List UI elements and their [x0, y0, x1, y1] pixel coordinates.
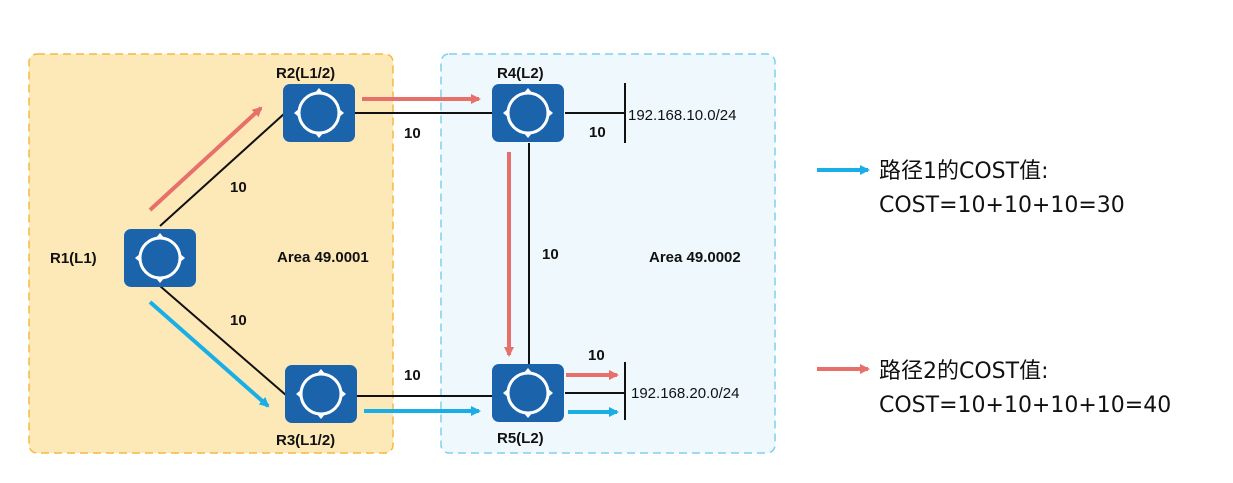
router-r4-label: R4(L2): [497, 65, 544, 82]
area2-label: Area 49.0002: [649, 249, 741, 266]
legend-path2-title: 路径2的COST值:: [879, 359, 1049, 384]
router-r2-label: R2(L1/2): [276, 65, 335, 82]
router-icon: [490, 362, 566, 424]
router-r3[interactable]: [283, 363, 359, 425]
legend-path1-formula: COST=10+10+10=30: [879, 193, 1125, 218]
path2-arrow-r1-r2: [148, 106, 263, 212]
network-net1-label: 192.168.10.0/24: [628, 107, 736, 124]
area1-label: Area 49.0001: [277, 249, 369, 266]
router-r1-label: R1(L1): [50, 250, 97, 267]
router-r3-label: R3(L1/2): [276, 432, 335, 449]
cost-r1-r2: 10: [230, 179, 247, 196]
cost-r5-net2: 10: [588, 347, 605, 364]
router-icon: [490, 82, 566, 144]
cost-r4-net1: 10: [589, 124, 606, 141]
path1-arrow-r1-r3: [148, 300, 270, 408]
link-r1-r3: [159, 285, 288, 397]
cost-r2-r4: 10: [404, 125, 421, 142]
legend-path1-title: 路径1的COST值:: [879, 159, 1049, 184]
router-r1[interactable]: [122, 227, 198, 289]
link-r1-r2: [159, 112, 286, 227]
area-49-0001: [28, 53, 394, 454]
area-49-0002: [440, 53, 776, 454]
network-net2-label: 192.168.20.0/24: [631, 385, 739, 402]
router-icon: [283, 363, 359, 425]
router-r2[interactable]: [281, 82, 357, 144]
cost-r3-r5: 10: [404, 367, 421, 384]
cost-r1-r3: 10: [230, 312, 247, 329]
router-icon: [281, 82, 357, 144]
router-r5[interactable]: [490, 362, 566, 424]
router-r5-label: R5(L2): [497, 430, 544, 447]
legend-path2-formula: COST=10+10+10+10=40: [879, 393, 1171, 418]
router-icon: [122, 227, 198, 289]
cost-r4-r5: 10: [542, 246, 559, 263]
router-r4[interactable]: [490, 82, 566, 144]
